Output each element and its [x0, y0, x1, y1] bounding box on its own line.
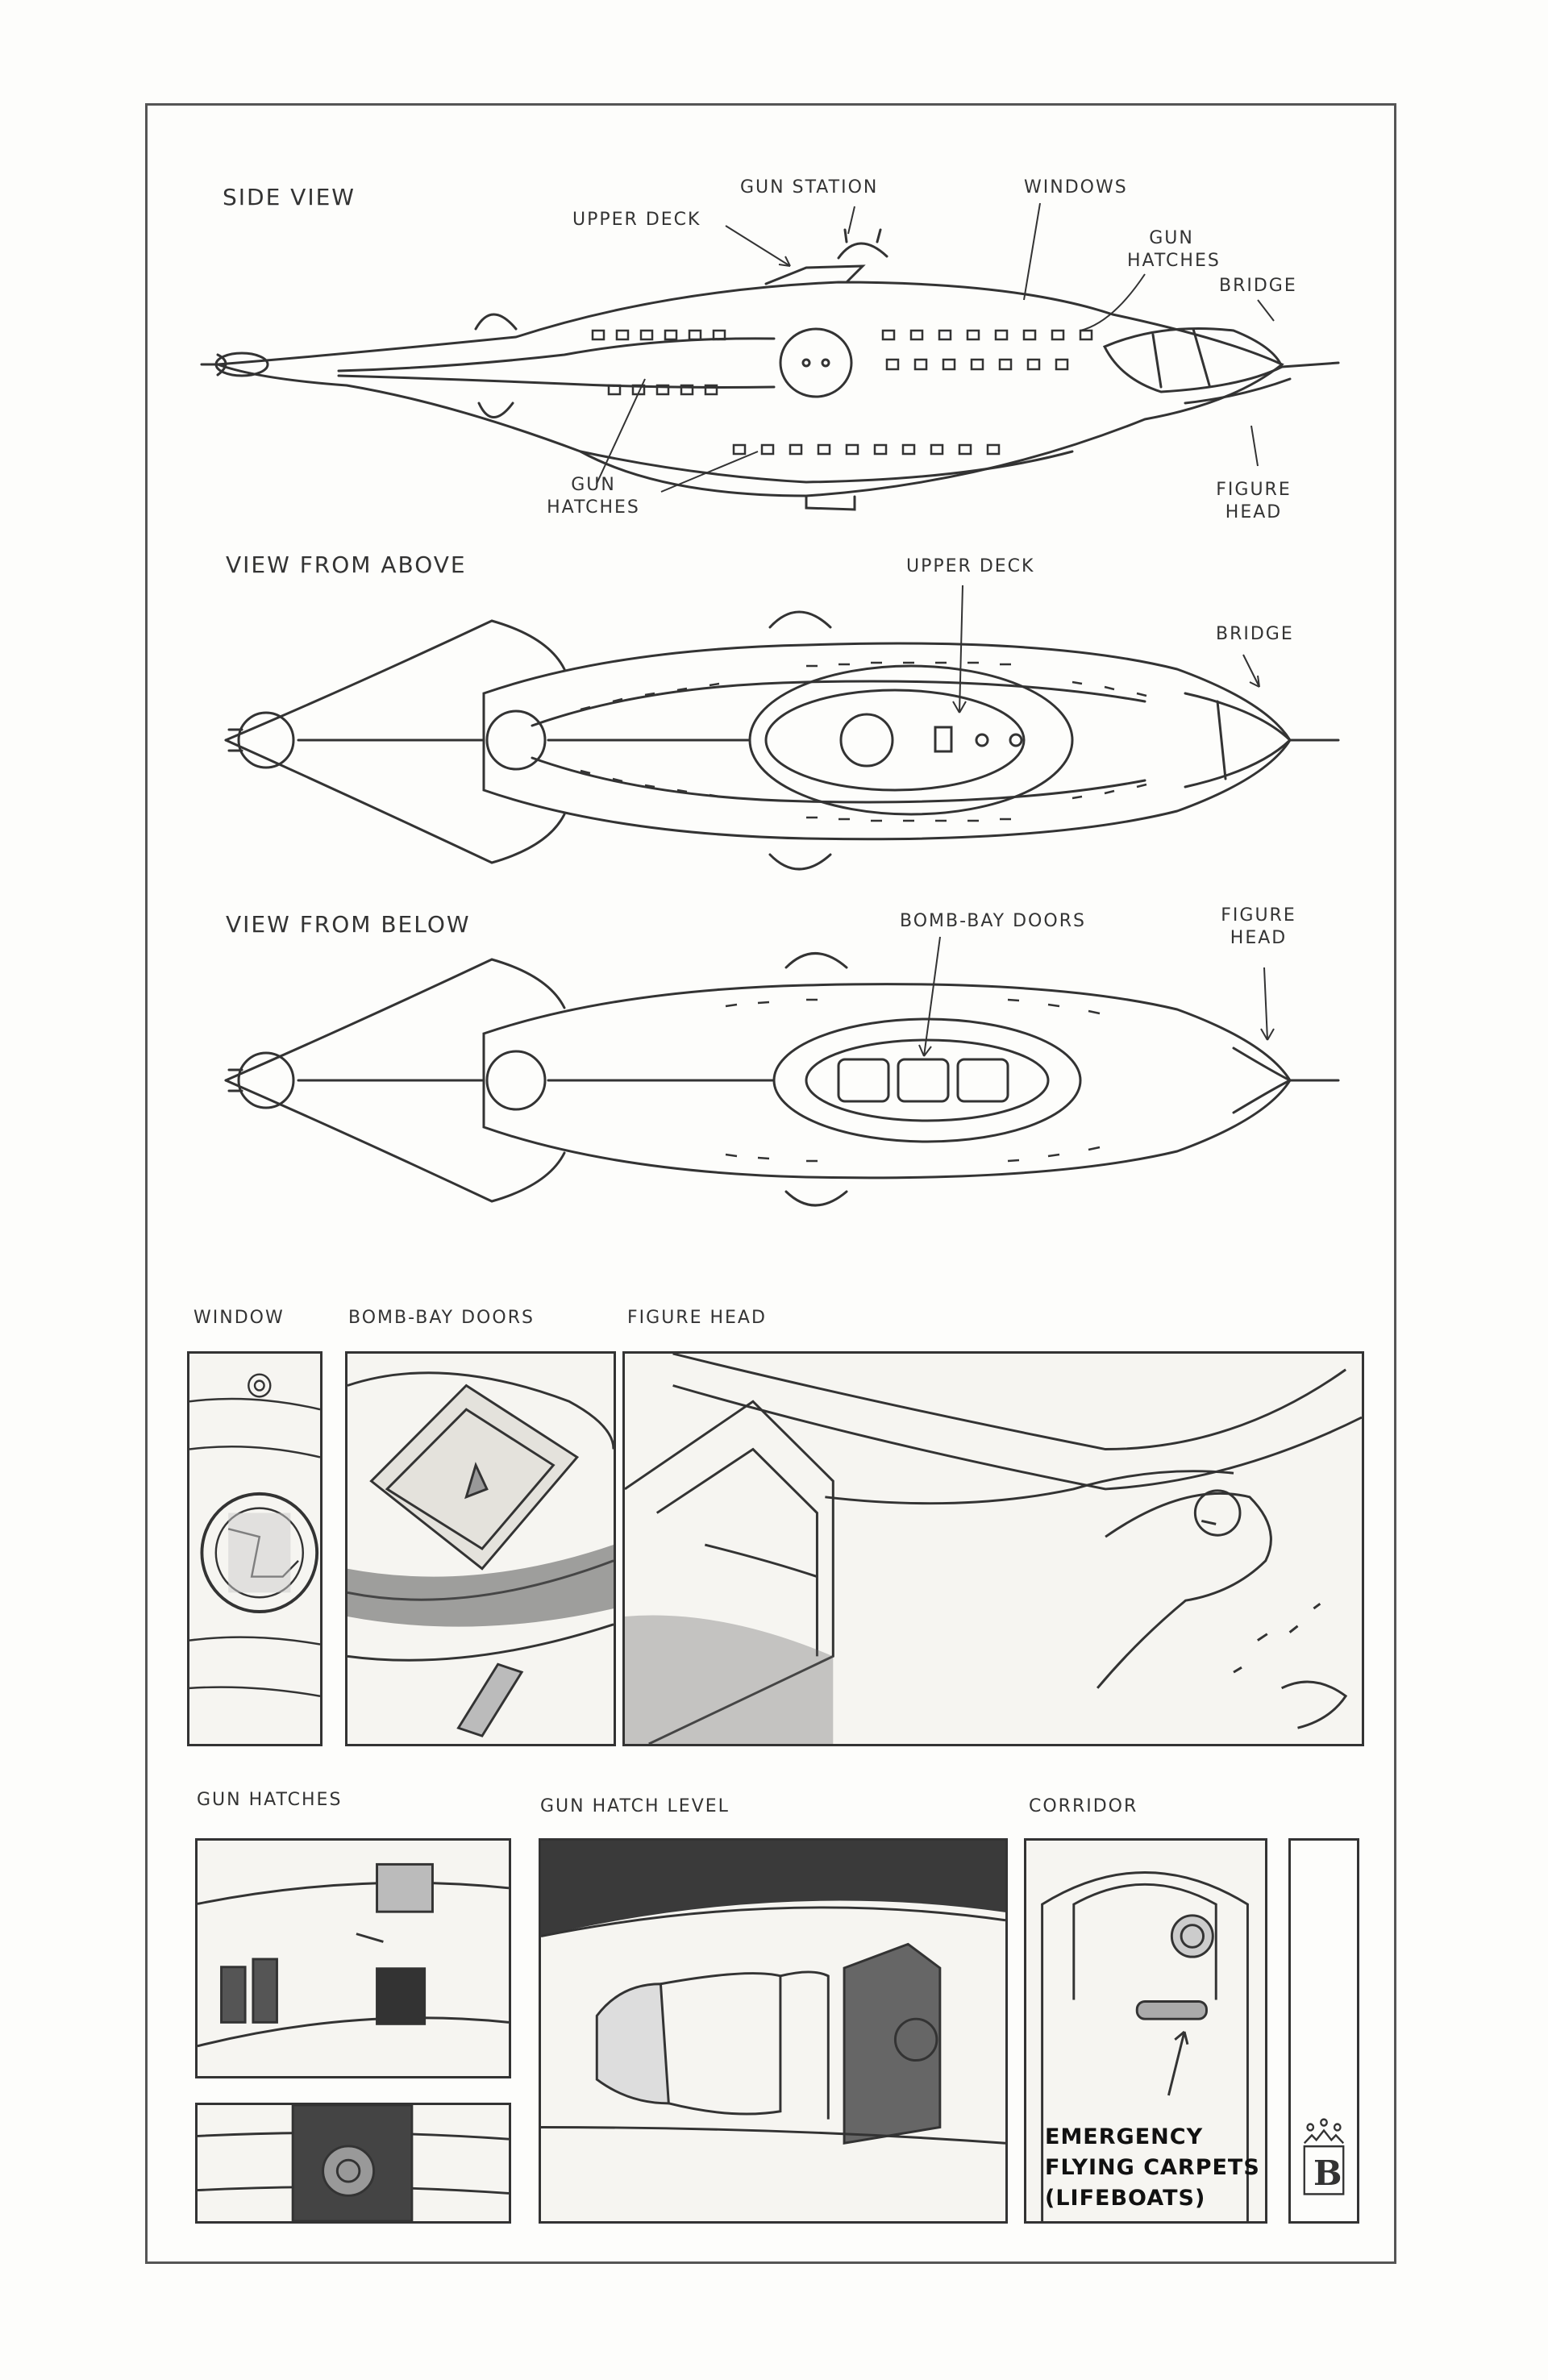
- label-gun-hatches-left: GUN HATCHES: [547, 475, 640, 518]
- gun-hatches-panel: [195, 1838, 511, 2078]
- label-gun-hatches-right: GUN HATCHES: [1127, 228, 1221, 271]
- side-view-drawing: [200, 202, 1340, 511]
- corridor-caption: EMERGENCY FLYING CARPETS (LIFEBOATS): [1045, 2124, 1260, 2211]
- window-panel: [187, 1351, 322, 1746]
- side-view-title: SIDE VIEW: [223, 184, 356, 210]
- bomb-bay-doors-panel: [345, 1351, 616, 1746]
- above-view-title: VIEW FROM ABOVE: [226, 551, 467, 578]
- label-bridge-above: BRIDGE: [1216, 624, 1294, 644]
- above-view-drawing: [224, 585, 1340, 871]
- label-gun-station: GUN STATION: [740, 177, 879, 198]
- label-figure-head-below: FIGURE HEAD: [1221, 905, 1296, 948]
- signature-monogram: B: [1313, 2153, 1342, 2193]
- label-bomb-bay-doors-detail: BOMB-BAY DOORS: [348, 1308, 535, 1328]
- gun-hatch-level-panel: [539, 1838, 1008, 2224]
- gun-hatch-closeup-panel: [195, 2103, 511, 2224]
- corridor-panel: [1024, 1838, 1267, 2224]
- label-corridor: CORRIDOR: [1029, 1796, 1138, 1816]
- label-windows: WINDOWS: [1024, 177, 1128, 198]
- below-view-drawing: [224, 936, 1340, 1207]
- label-gun-hatches-detail: GUN HATCHES: [197, 1790, 343, 1810]
- label-bridge-side: BRIDGE: [1219, 276, 1297, 296]
- drawing-sheet-border: [145, 103, 1396, 2264]
- figure-head-panel: [622, 1351, 1364, 1746]
- label-upper-deck-side: UPPER DECK: [572, 210, 701, 230]
- label-gun-hatch-level: GUN HATCH LEVEL: [540, 1796, 730, 1816]
- label-upper-deck-above: UPPER DECK: [906, 556, 1035, 576]
- label-window: WINDOW: [194, 1308, 285, 1328]
- signature-panel: B: [1288, 1838, 1359, 2224]
- label-bomb-bay-doors-below: BOMB-BAY DOORS: [900, 911, 1086, 931]
- label-figure-head-detail: FIGURE HEAD: [627, 1308, 767, 1328]
- label-figure-head-side: FIGURE HEAD: [1216, 480, 1292, 522]
- below-view-title: VIEW FROM BELOW: [226, 911, 471, 938]
